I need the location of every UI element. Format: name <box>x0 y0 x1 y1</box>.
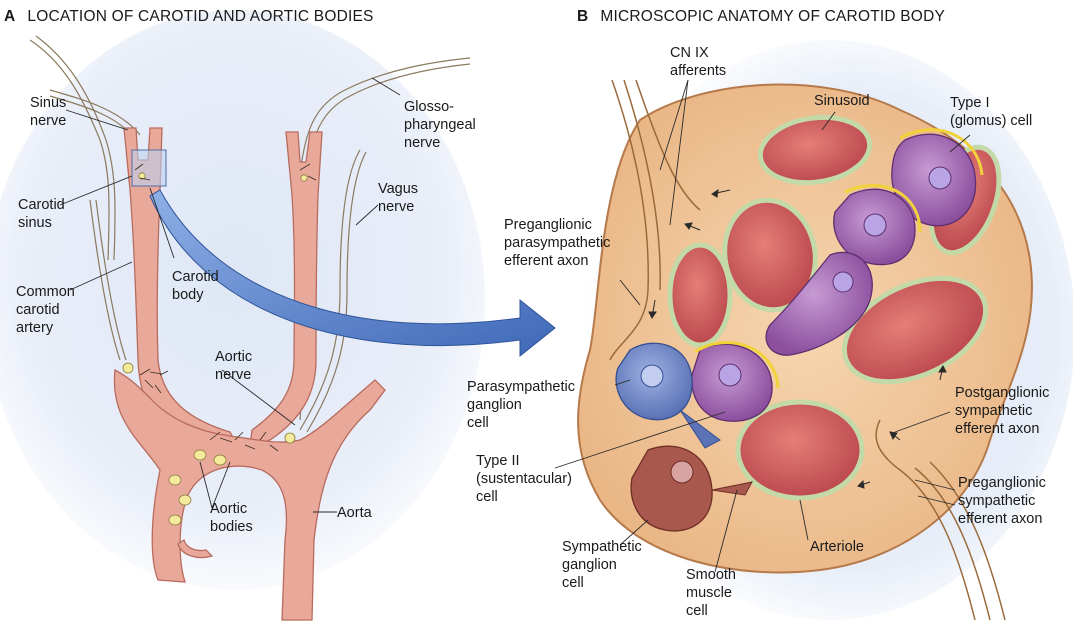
label-parasympathetic-ganglion-cell: Parasympathetic ganglion cell <box>467 378 575 432</box>
label-smooth-muscle-cell: Smooth muscle cell <box>686 566 736 620</box>
label-common-carotid-artery: Common carotid artery <box>16 283 75 337</box>
label-preganglionic-sympathetic-axon: Preganglionic sympathetic efferent axon <box>958 474 1046 528</box>
label-type-ii-cell: Type II (sustentacular) cell <box>476 452 572 506</box>
panel-a-title: A LOCATION OF CAROTID AND AORTIC BODIES <box>4 8 374 26</box>
label-carotid-body: Carotid body <box>172 268 219 304</box>
label-preganglionic-parasympathetic-axon: Preganglionic parasympathetic efferent a… <box>504 216 610 270</box>
panel-b-title-text: MICROSCOPIC ANATOMY OF CAROTID BODY <box>600 8 945 25</box>
label-sinusoid: Sinusoid <box>814 92 870 110</box>
label-aortic-bodies: Aortic bodies <box>210 500 253 536</box>
panel-b-title: B MICROSCOPIC ANATOMY OF CAROTID BODY <box>577 8 945 26</box>
panel-a-letter: A <box>4 8 15 25</box>
label-glossopharyngeal-nerve: Glosso- pharyngeal nerve <box>404 98 476 152</box>
label-sinus-nerve: Sinus nerve <box>30 94 66 130</box>
panel-a-title-text: LOCATION OF CAROTID AND AORTIC BODIES <box>27 8 373 25</box>
label-aorta: Aorta <box>337 504 372 522</box>
label-cn-ix-afferents: CN IX afferents <box>670 44 726 80</box>
label-sympathetic-ganglion-cell: Sympathetic ganglion cell <box>562 538 642 592</box>
label-carotid-sinus: Carotid sinus <box>18 196 65 232</box>
label-postganglionic-sympathetic-axon: Postganglionic sympathetic efferent axon <box>955 384 1049 438</box>
label-vagus-nerve: Vagus nerve <box>378 180 418 216</box>
label-aortic-nerve: Aortic nerve <box>215 348 252 384</box>
label-type-i-cell: Type I (glomus) cell <box>950 94 1032 130</box>
panel-b-letter: B <box>577 8 588 25</box>
label-arteriole: Arteriole <box>810 538 864 556</box>
